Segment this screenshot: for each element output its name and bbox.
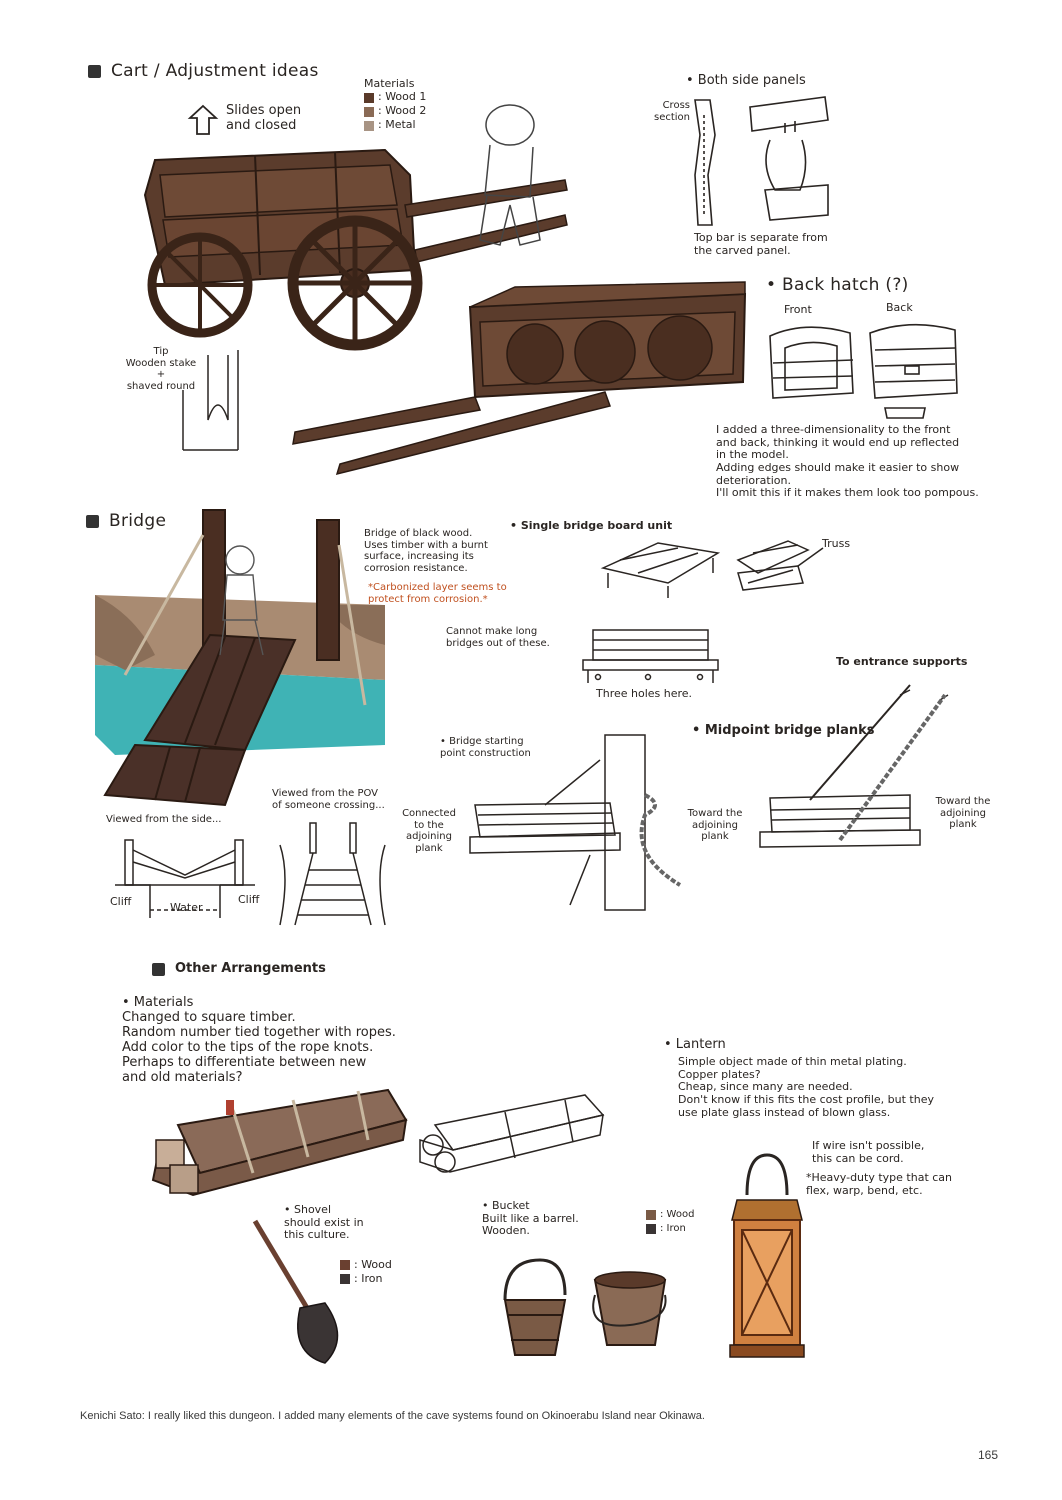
legend-row: : Iron [340,1272,392,1286]
section-bullet-icon [152,962,165,976]
legend-label: : Iron [354,1271,383,1285]
stake-sketch [182,350,239,451]
three-holes-sketch [582,629,719,683]
legend-row: : Wood 2 [364,105,426,119]
legend-label: : Wood [660,1209,695,1221]
cart-rear-illustration [292,281,747,476]
lantern-note: Simple object made of thin metal plating… [678,1055,934,1119]
side-panels-title: • Both side panels [686,73,806,88]
metal-swatch [364,120,374,131]
shovel-note: • Shovel should exist in this culture. [284,1203,364,1242]
back-hatch-sketch [769,323,958,419]
side-panel-sketch [694,96,829,226]
legend-label: : Wood [354,1257,392,1271]
iron-swatch [646,1224,656,1234]
back-hatch-title: • Back hatch (?) [766,275,909,295]
carbonized-note: *Carbonized layer seems to protect from … [368,582,507,605]
front-label: Front [784,303,812,316]
page-number: 165 [978,1448,999,1462]
midpoint-planks-sketch [759,684,949,848]
bucket-note: • Bucket Built like a barrel. Wooden. [482,1199,579,1238]
water-label: Water [170,901,203,914]
hatch-note: I added a three-dimensionality to the fr… [716,423,979,500]
up-arrow-icon [187,104,219,135]
wood-swatch [340,1260,350,1270]
cart-section-title: Cart / Adjustment ideas [111,61,319,81]
materials-note: • Materials Changed to square timber. Ra… [122,995,396,1085]
bridge-section-heading: Bridge [86,511,167,532]
starting-point-title: • Bridge starting point construction [440,736,531,759]
legend-row: : Wood [646,1208,694,1222]
single-unit-title: • Single bridge board unit [510,519,673,532]
cross-section-label: Cross section [653,100,690,123]
pov-view-sketch [279,822,386,926]
starting-point-sketch [469,734,682,911]
legend-row: : Iron [646,1222,694,1236]
other-section-heading: Other Arrangements [152,961,326,977]
legend-label: : Wood 1 [378,90,427,104]
legend-row: : Wood [340,1258,392,1272]
other-section-title: Other Arrangements [175,961,326,976]
shovel-legend: : Wood : Iron [340,1258,392,1286]
lantern-illustration [729,1153,805,1358]
legend-row: : Wood 1 [364,91,426,105]
black-wood-note: Bridge of black wood. Uses timber with a… [364,528,488,574]
wood-swatch [646,1210,656,1220]
wood2-swatch [364,106,374,117]
cliff-right-label: Cliff [238,893,260,906]
materials-title: Materials [364,77,415,90]
legend-label: : Iron [660,1223,686,1235]
midpoint-planks-title: • Midpoint bridge planks [692,723,875,738]
back-label: Back [886,301,913,314]
heavy-duty-note: *Heavy-duty type that can flex, warp, be… [806,1171,953,1197]
iron-swatch [340,1274,350,1284]
slides-note: Slides open and closed [226,103,302,133]
pov-view-label: Viewed from the POV of someone crossing.… [272,788,385,811]
section-bullet-icon [88,65,101,79]
lantern-title: • Lantern [664,1037,726,1052]
cart-illustration [143,104,568,351]
toward-right-note: Toward the adjoining plank [935,796,991,830]
new-timber-illustration [419,1094,605,1173]
side-view-sketch [115,839,255,918]
cart-materials-legend: Materials : Wood 1 : Wood 2 : Metal [364,77,426,133]
top-bar-note: Top bar is separate from the carved pane… [694,231,828,257]
wood1-swatch [364,92,374,103]
tip-note: Tip Wooden stake + shaved round [125,346,197,392]
cart-section-heading: Cart / Adjustment ideas [88,61,319,82]
footer-caption: Kenichi Sato: I really liked this dungeo… [80,1410,705,1422]
legend-label: : Wood 2 [378,104,427,118]
timber-bundle-illustration [151,1088,408,1197]
cliff-left-label: Cliff [110,895,132,908]
entrance-supports-label: To entrance supports [836,655,968,668]
side-view-label: Viewed from the side... [106,814,222,825]
cannot-note: Cannot make long bridges out of these. [446,626,550,649]
legend-row: : Metal [364,119,426,133]
shovel-illustration [252,1219,339,1364]
single-unit-sketch [600,540,824,598]
wire-note: If wire isn't possible, this can be cord… [812,1139,925,1165]
connected-note: Connected to the adjoining plank [402,808,456,854]
toward-left-note: Toward the adjoining plank [687,808,743,842]
bridge-illustration [95,509,385,807]
bucket-illustration [503,1258,667,1356]
section-bullet-icon [86,515,99,529]
truss-label: Truss [822,537,851,550]
three-holes-label: Three holes here. [596,687,693,700]
bucket-legend: : Wood : Iron [646,1208,694,1236]
bridge-section-title: Bridge [109,511,167,531]
legend-label: : Metal [378,118,416,132]
